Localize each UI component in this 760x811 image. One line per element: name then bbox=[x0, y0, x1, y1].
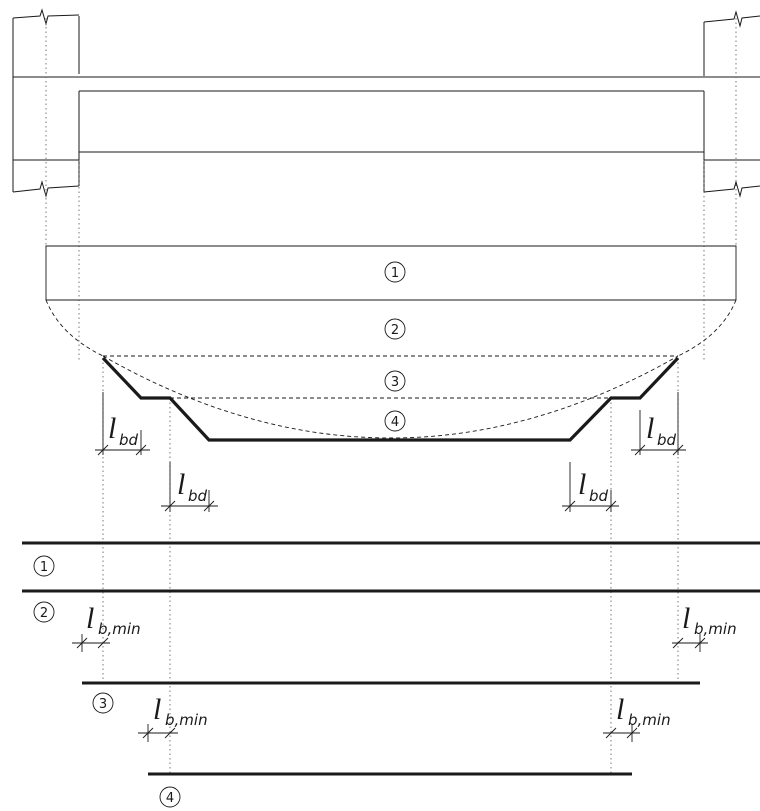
lbmin-dimension-bar3-left: l b,min bbox=[72, 602, 141, 652]
lbmin-bar4-left-symbol: l bbox=[153, 693, 161, 726]
zone-marker-2: 2 bbox=[384, 318, 406, 340]
bent-up-bar bbox=[101, 356, 680, 442]
zone-marker-1-text: 1 bbox=[391, 266, 399, 281]
lbmin-bar4-right-symbol: l bbox=[616, 693, 624, 726]
lbmin-bar3-right-subscript: b,min bbox=[694, 620, 737, 638]
zone-marker-4-text: 4 bbox=[391, 415, 399, 430]
lbd-right-inner-symbol: l bbox=[578, 468, 586, 501]
zone-marker-3-text: 3 bbox=[391, 375, 399, 390]
structure-elevation bbox=[12, 8, 760, 198]
lbd-left-outer-subscript: bd bbox=[119, 431, 139, 449]
lbmin-bar3-left-symbol: l bbox=[86, 602, 94, 635]
bar-marker-3: 3 bbox=[92, 692, 114, 714]
zone-marker-4: 4 bbox=[384, 410, 406, 432]
bar-marker-2-text: 2 bbox=[40, 606, 48, 621]
zone-markers: 1 2 3 4 bbox=[384, 261, 406, 432]
lbmin-dimension-bar4-left: l b,min bbox=[138, 693, 208, 742]
lbd-right-outer-symbol: l bbox=[646, 412, 654, 445]
lbd-left-outer-symbol: l bbox=[108, 412, 116, 445]
bar-marker-4-text: 4 bbox=[166, 791, 174, 806]
lbd-left-inner-subscript: bd bbox=[188, 487, 208, 505]
left-column-top-break bbox=[12, 8, 80, 26]
lbd-dimension-left-inner: l bd bbox=[161, 462, 218, 512]
lbd-dimension-right-outer: l bd bbox=[631, 392, 686, 456]
zone-marker-2-text: 2 bbox=[391, 323, 399, 338]
lbmin-bar3-left-subscript: b,min bbox=[98, 620, 141, 638]
lbd-dimension-right-inner: l bd bbox=[562, 462, 619, 512]
envelope-right-shoulder bbox=[677, 299, 737, 357]
envelope-parabola bbox=[102, 355, 679, 439]
lbmin-bar3-right-symbol: l bbox=[682, 602, 690, 635]
bar-schedule-markers: 1 2 3 4 bbox=[33, 555, 181, 808]
lbmin-dimension-bar4-right: l b,min bbox=[603, 693, 671, 742]
lbd-right-inner-subscript: bd bbox=[589, 487, 609, 505]
anchorage-dimensions: l bd l bd l bd bbox=[95, 392, 686, 512]
moment-envelope bbox=[45, 245, 737, 439]
bar-marker-1-text: 1 bbox=[40, 560, 48, 575]
projection-lines bbox=[45, 18, 737, 774]
lbmin-bar4-left-subscript: b,min bbox=[165, 711, 208, 729]
envelope-left-shoulder bbox=[45, 299, 104, 357]
right-column-top-break bbox=[703, 10, 760, 28]
bar-marker-3-text: 3 bbox=[99, 697, 107, 712]
left-column-bottom-break bbox=[12, 180, 80, 198]
lbd-dimension-left-outer: l bd bbox=[95, 392, 150, 456]
minimum-anchorage-dimensions: l b,min l b,min l b,min l b,m bbox=[72, 602, 737, 742]
bar-marker-2: 2 bbox=[33, 601, 55, 623]
bar-marker-1: 1 bbox=[33, 555, 55, 577]
right-column-bottom-break bbox=[703, 180, 760, 198]
zone-marker-1: 1 bbox=[384, 261, 406, 283]
lbmin-dimension-bar3-right: l b,min bbox=[672, 602, 737, 652]
lbd-left-inner-symbol: l bbox=[177, 468, 185, 501]
bar-schedule bbox=[22, 541, 760, 776]
lbd-right-outer-subscript: bd bbox=[657, 431, 677, 449]
bar-marker-4: 4 bbox=[159, 786, 181, 808]
zone-marker-3: 3 bbox=[384, 370, 406, 392]
lbmin-bar4-right-subscript: b,min bbox=[628, 711, 671, 729]
